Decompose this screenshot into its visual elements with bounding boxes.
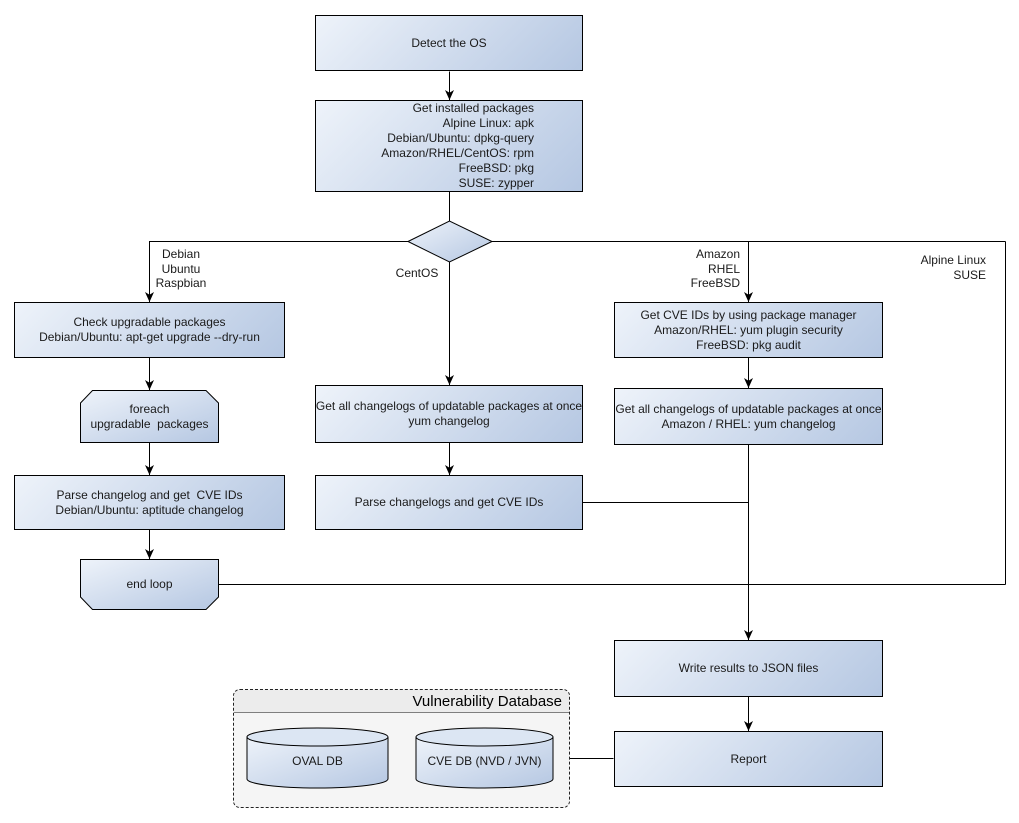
node-amazon-rhel-changelog-label: Get all changelogs of updatable packages… bbox=[615, 401, 882, 431]
node-check-upgradable: Check upgradable packages Debian/Ubuntu:… bbox=[14, 302, 285, 358]
node-report-label: Report bbox=[730, 751, 767, 766]
node-detect-os-label: Detect the OS bbox=[411, 35, 487, 50]
node-parse-changelogs-label: Parse changelogs and get CVE IDs bbox=[354, 495, 544, 509]
node-get-installed-packages: Get installed packages Alpine Linux: apk… bbox=[315, 100, 583, 192]
node-end-loop-label: end loop bbox=[126, 577, 173, 591]
node-yum-changelog: Get all changelogs of updatable packages… bbox=[315, 385, 583, 443]
node-parse-changelogs: Parse changelogs and get CVE IDs bbox=[315, 475, 583, 530]
vulnerability-database-title: Vulnerability Database bbox=[412, 692, 562, 710]
cve-db-label: CVE DB (NVD / JVN) bbox=[427, 754, 542, 768]
node-get-cve-ids-pkg-mgr: Get CVE IDs by using package manager Ama… bbox=[614, 302, 883, 358]
node-get-cve-ids-pkg-mgr-label: Get CVE IDs by using package manager Ama… bbox=[640, 307, 857, 352]
node-report: Report bbox=[614, 731, 883, 787]
node-detect-os: Detect the OS bbox=[315, 15, 583, 71]
decision-diamond bbox=[406, 220, 494, 263]
node-write-results-label: Write results to JSON files bbox=[678, 661, 819, 675]
vulnerability-database-header: Vulnerability Database bbox=[234, 690, 569, 713]
node-get-installed-packages-label: Get installed packages Alpine Linux: apk… bbox=[381, 101, 534, 190]
node-foreach-loop-label: foreach upgradable packages bbox=[90, 401, 209, 431]
node-yum-changelog-label: Get all changelogs of updatable packages… bbox=[315, 399, 583, 428]
branch-label-debian: Debian Ubuntu Raspbian bbox=[155, 247, 207, 290]
node-end-loop: end loop bbox=[80, 559, 219, 610]
node-write-results: Write results to JSON files bbox=[614, 640, 883, 697]
branch-label-amazon: Amazon RHEL FreeBSD bbox=[690, 247, 740, 290]
node-check-upgradable-label: Check upgradable packages Debian/Ubuntu:… bbox=[39, 315, 260, 344]
oval-db-label: OVAL DB bbox=[292, 754, 343, 768]
node-parse-changelog-deb: Parse changelog and get CVE IDs Debian/U… bbox=[14, 475, 285, 530]
node-amazon-rhel-changelog: Get all changelogs of updatable packages… bbox=[614, 388, 883, 445]
node-parse-changelog-deb-label: Parse changelog and get CVE IDs Debian/U… bbox=[55, 487, 244, 517]
branch-label-alpine: Alpine Linux SUSE bbox=[920, 253, 986, 282]
node-foreach-loop: foreach upgradable packages bbox=[80, 390, 219, 443]
branch-label-centos: CentOS bbox=[395, 266, 439, 280]
